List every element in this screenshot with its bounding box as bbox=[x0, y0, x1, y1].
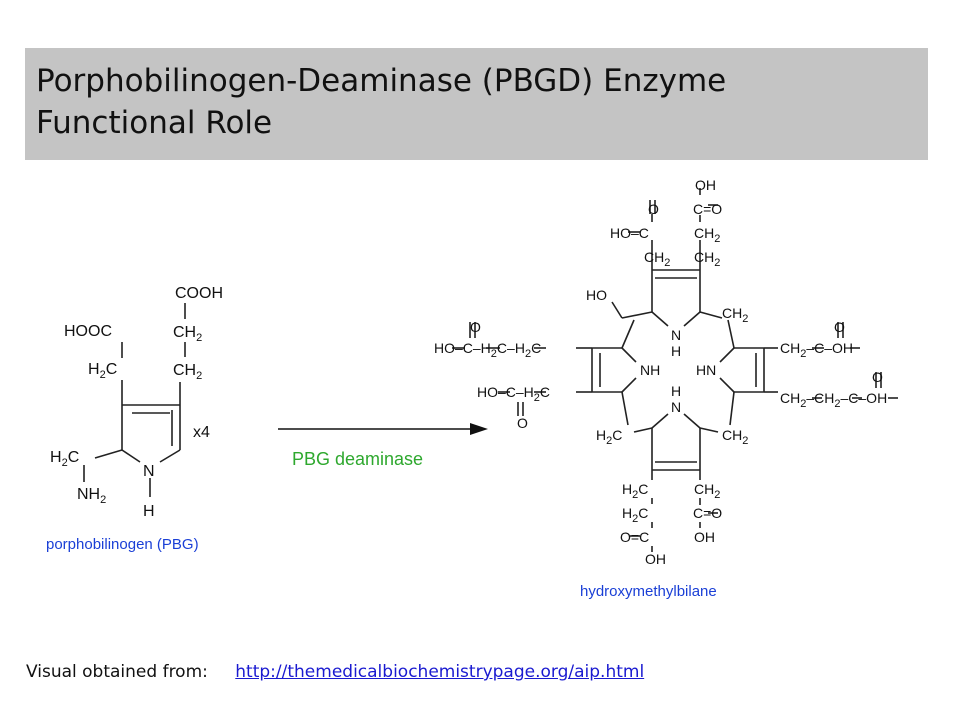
atom-h2c: H2C bbox=[622, 481, 648, 501]
atom-ch2: CH2 bbox=[722, 427, 748, 447]
footer: Visual obtained from: http://themedicalb… bbox=[26, 662, 644, 682]
atom-ch2: CH2 bbox=[694, 225, 720, 245]
atom-o: O bbox=[834, 319, 845, 335]
atom-n: N bbox=[143, 463, 155, 480]
source-link[interactable]: http://themedicalbiochemistrypage.org/ai… bbox=[235, 662, 645, 682]
atom-c-o: C=O bbox=[693, 505, 722, 521]
atom-ho-c: HO–C–H2C bbox=[477, 384, 550, 404]
atom-ch2: CH2 bbox=[722, 305, 748, 325]
atom-oh: OH bbox=[694, 529, 715, 545]
atom-ch2-ch2-c-oh: CH2–CH2–C–OH bbox=[780, 390, 887, 410]
atom-nh2: NH2 bbox=[77, 486, 106, 506]
atom-nh: NH bbox=[640, 362, 660, 378]
atom-ch2: CH2 bbox=[694, 249, 720, 269]
reaction-diagram: COOH CH2 CH2 HOOC H2C N H H2C NH2 x4 por… bbox=[46, 177, 898, 600]
hmb-atoms: OH C=O CH2 CH2 O HO–C CH2 HO N H CH2 O H… bbox=[434, 177, 887, 567]
atom-ho-c: HO–C bbox=[610, 225, 649, 241]
title-bar: Porphobilinogen-Deaminase (PBGD) Enzyme … bbox=[25, 48, 928, 160]
pbg-atoms: COOH CH2 CH2 HOOC H2C N H H2C NH2 bbox=[50, 285, 223, 520]
atom-hn: HN bbox=[696, 362, 716, 378]
atom-o: O bbox=[517, 415, 528, 431]
atom-h: H bbox=[671, 343, 681, 359]
atom-oh: OH bbox=[695, 177, 716, 193]
atom-ch2: CH2 bbox=[173, 362, 202, 382]
atom-oh: OH bbox=[645, 551, 666, 567]
title-line-2: Functional Role bbox=[36, 105, 273, 141]
source-label: Visual obtained from: bbox=[26, 662, 208, 682]
atom-ch2: CH2 bbox=[173, 324, 202, 344]
slide-title: Porphobilinogen-Deaminase (PBGD) Enzyme … bbox=[36, 60, 726, 144]
atom-h2c: H2C bbox=[50, 449, 79, 469]
atom-n: N bbox=[671, 327, 681, 343]
atom-ch2: CH2 bbox=[644, 249, 670, 269]
atom-ch2-c-oh: CH2–C–OH bbox=[780, 340, 853, 360]
reaction-arrow bbox=[278, 423, 488, 435]
pbg-bonds bbox=[83, 303, 186, 497]
hmb-caption: hydroxymethylbilane bbox=[580, 583, 717, 600]
enzyme-label: PBG deaminase bbox=[292, 449, 423, 469]
pbg-caption: porphobilinogen (PBG) bbox=[46, 536, 199, 553]
atom-h2c: H2C bbox=[88, 361, 117, 381]
atom-hooc: HOOC bbox=[64, 323, 112, 340]
title-line-1: Porphobilinogen-Deaminase (PBGD) Enzyme bbox=[36, 63, 727, 99]
atom-o-c: O=C bbox=[620, 529, 649, 545]
hmb-bonds bbox=[452, 188, 898, 552]
atom-c-o: C=O bbox=[693, 201, 722, 217]
atom-o: O bbox=[470, 319, 481, 335]
atom-o: O bbox=[648, 201, 659, 217]
atom-ho-c: HO–C–H2C–H2C bbox=[434, 340, 541, 360]
multiplier-label: x4 bbox=[193, 424, 210, 441]
atom-h2c: H2C bbox=[622, 505, 648, 525]
atom-ch2: CH2 bbox=[694, 481, 720, 501]
atom-cooh: COOH bbox=[175, 285, 223, 302]
atom-n: N bbox=[671, 399, 681, 415]
atom-h2c: H2C bbox=[596, 427, 622, 447]
atom-h: H bbox=[671, 383, 681, 399]
atom-o: O bbox=[872, 369, 883, 385]
atom-ho: HO bbox=[586, 287, 607, 303]
atom-h: H bbox=[143, 503, 155, 520]
